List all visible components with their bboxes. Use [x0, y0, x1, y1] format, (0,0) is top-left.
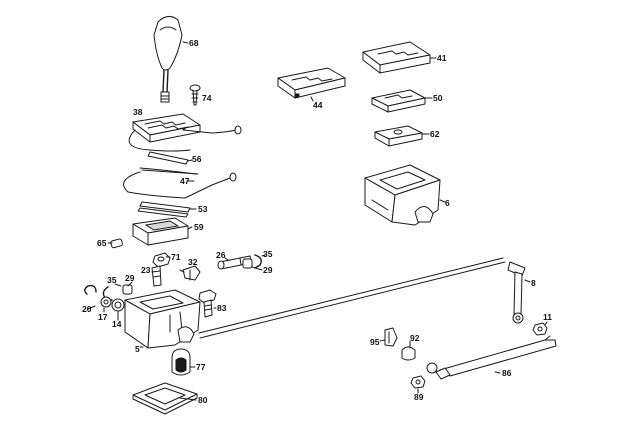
label-26: 26 [216, 250, 226, 260]
label-71: 71 [171, 252, 181, 262]
label-17: 17 [98, 312, 108, 322]
label-23: 23 [141, 265, 151, 275]
label-86: 86 [502, 368, 512, 378]
part-53-cover-strips [137, 201, 191, 218]
label-65: 65 [97, 238, 107, 248]
part-29-bushing-right [242, 258, 253, 269]
label-14: 14 [112, 319, 122, 329]
label-47: 47 [180, 176, 190, 186]
label-95: 95 [370, 337, 380, 347]
label-41: 41 [437, 53, 447, 63]
part-62-small-cover [374, 125, 423, 147]
linkage-rod-upper [199, 261, 506, 339]
label-92: 92 [410, 333, 420, 343]
label-74: 74 [202, 93, 212, 103]
part-95-clip [384, 327, 398, 347]
part-23-bolt [151, 265, 162, 287]
label-8: 8 [531, 278, 536, 288]
part-56-strip [147, 151, 189, 165]
label-80: 80 [198, 395, 208, 405]
part-89-nut [410, 375, 426, 389]
part-41-shift-cover [362, 41, 431, 74]
part-92-bushing [401, 346, 416, 361]
part-17-washer [100, 296, 112, 308]
leader-56 [187, 159, 193, 162]
part-44-console-cover [277, 67, 346, 99]
label-32: 32 [188, 257, 198, 267]
label-89: 89 [414, 392, 424, 402]
leader-68 [182, 41, 189, 44]
part-47-cable [123, 167, 237, 199]
label-20: 20 [82, 304, 92, 314]
label-35-right: 35 [263, 249, 273, 259]
part-74-screw [189, 84, 201, 106]
label-11: 11 [543, 312, 552, 322]
part-32-clip [182, 265, 201, 281]
part-59-bezel [132, 217, 189, 246]
part-11-nut [532, 322, 548, 336]
label-53: 53 [198, 204, 208, 214]
part-83-bolt [198, 289, 217, 318]
part-71-nut [152, 252, 171, 268]
part-50-indicator-plate [371, 89, 426, 113]
linkage-rod-upper-edge [198, 257, 504, 334]
part-86-connecting-rod [426, 335, 557, 380]
label-68: 68 [189, 38, 199, 48]
part-5-shifter-housing [124, 289, 201, 349]
label-62: 62 [430, 129, 440, 139]
label-44: 44 [313, 100, 323, 110]
label-6: 6 [445, 198, 450, 208]
label-56: 56 [192, 154, 202, 164]
label-38: 38 [133, 107, 143, 117]
part-8-lever [507, 261, 526, 324]
part-29-bushing-left [122, 284, 133, 295]
label-50: 50 [433, 93, 443, 103]
label-29-right: 29 [263, 265, 273, 275]
part-6-shifter-housing-upper [364, 164, 441, 226]
label-29-left: 29 [125, 273, 135, 283]
label-77: 77 [196, 362, 206, 372]
part-80-seal-frame [132, 382, 198, 415]
part-20-circlip [84, 284, 97, 295]
part-68-shift-knob [153, 16, 183, 103]
label-59: 59 [194, 222, 204, 232]
part-35-clip-right [254, 254, 262, 269]
label-5: 5 [135, 344, 140, 354]
part-65-pin [110, 238, 123, 249]
leader-lines [87, 57, 548, 401]
part-38-shift-gate-plate [128, 113, 242, 152]
part-14-washer [111, 298, 125, 312]
label-83: 83 [217, 303, 227, 313]
label-35-left: 35 [107, 275, 117, 285]
part-77-rubber-bushing [171, 348, 191, 376]
